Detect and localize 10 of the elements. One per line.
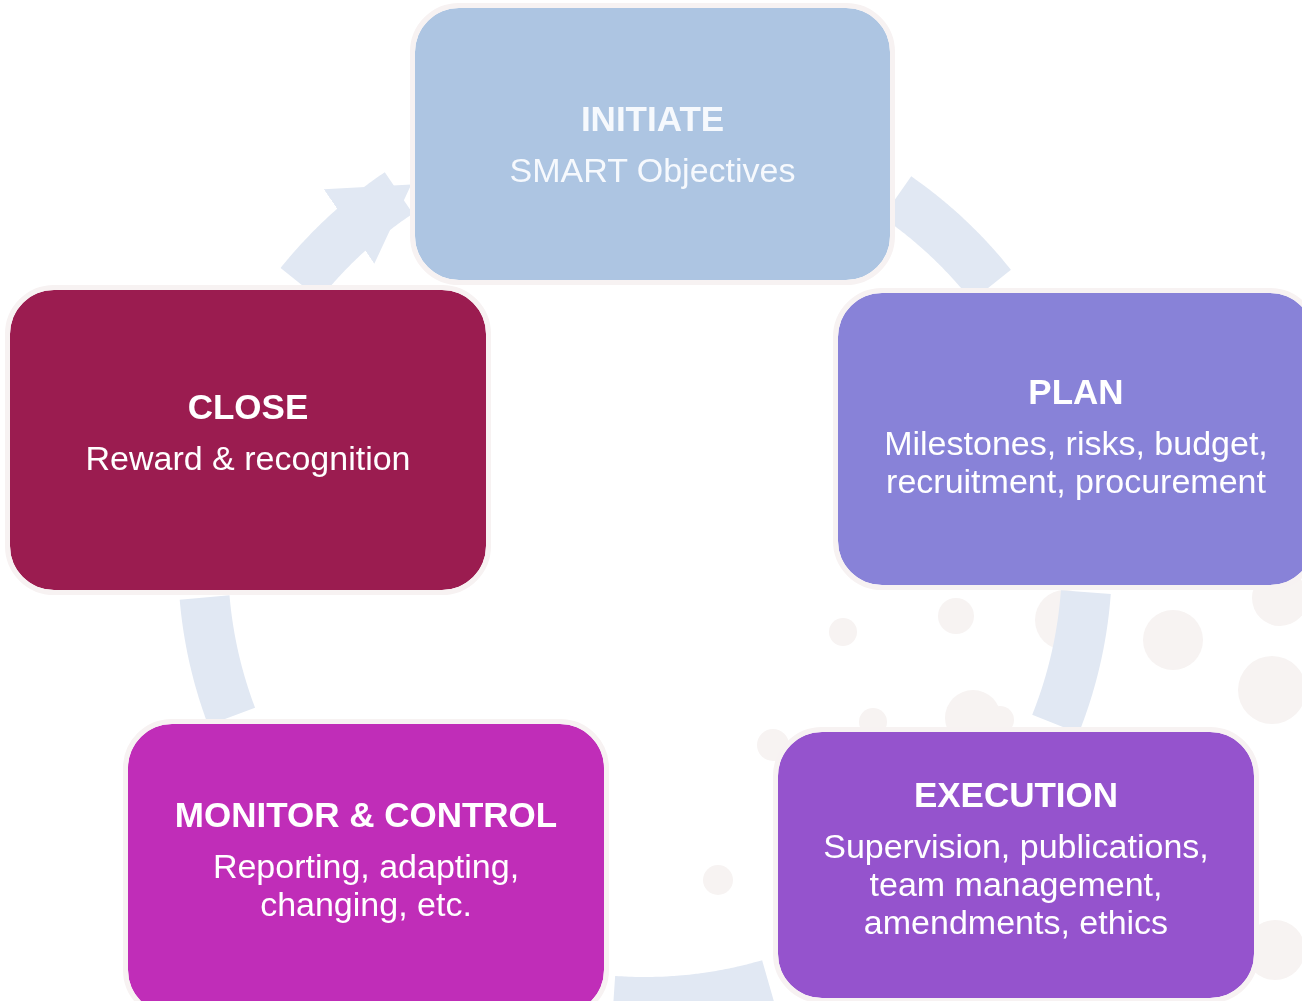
phase-title: INITIATE — [580, 100, 725, 139]
phase-description: Reward & recognition — [85, 438, 411, 477]
phase-title: EXECUTION — [913, 776, 1119, 815]
phase-description: Supervision, publications, team management, amendments, ethics — [822, 826, 1210, 941]
phase-description: Reporting, adapting, changing, etc. — [211, 846, 521, 923]
phase-title: CLOSE — [187, 388, 309, 427]
phase-title: PLAN — [1027, 373, 1125, 412]
phase-description: Milestones, risks, budget, recruitment, procurement — [883, 423, 1269, 500]
phase-description: SMART Objectives — [509, 150, 796, 189]
phase-title: MONITOR & CONTROL — [174, 796, 558, 835]
